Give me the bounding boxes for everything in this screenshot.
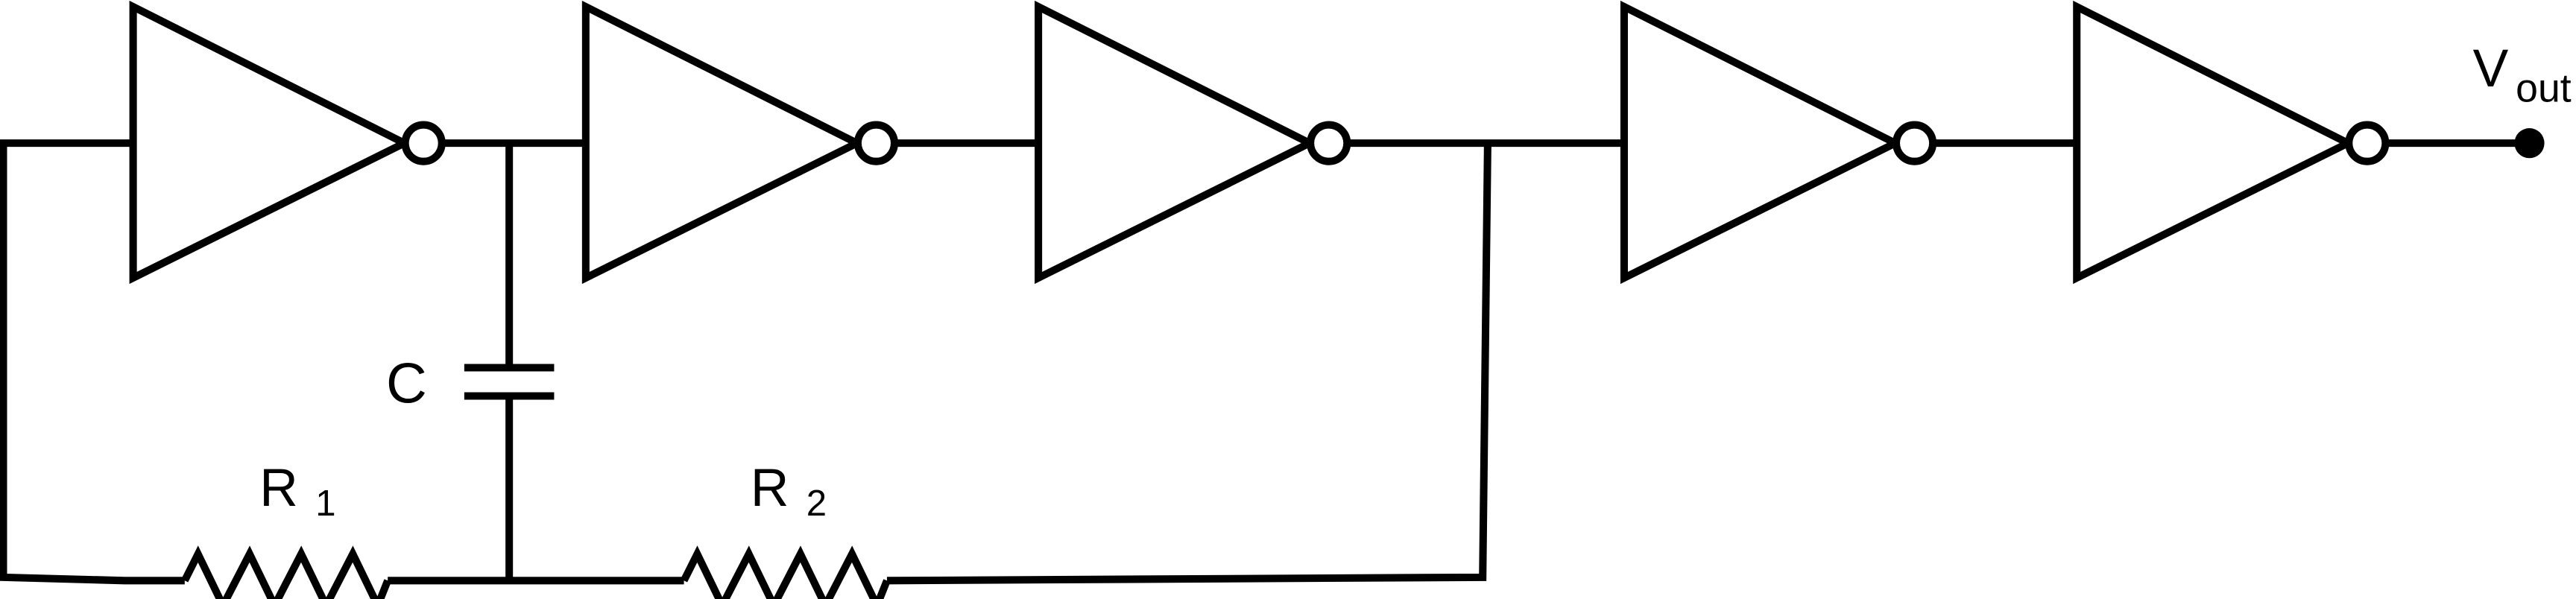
r2-label: R 2 bbox=[751, 458, 827, 524]
inverter-2 bbox=[581, 0, 899, 285]
r2-label-sub: 2 bbox=[806, 484, 827, 524]
output-terminal-dot bbox=[2514, 128, 2545, 159]
vout-label: V out bbox=[2473, 39, 2572, 110]
inverter-5-body bbox=[2073, 0, 2357, 285]
resistor-r1 bbox=[181, 545, 391, 599]
resistor-r2 bbox=[681, 545, 891, 599]
capacitor-label: C bbox=[386, 352, 427, 415]
inverter-4-body bbox=[1620, 0, 1904, 285]
r1-label-sub: 1 bbox=[315, 484, 335, 524]
inverter-1-bubble bbox=[401, 121, 446, 165]
r1-label: R 1 bbox=[259, 458, 335, 524]
capacitor bbox=[464, 364, 555, 400]
inverter-1-body bbox=[129, 0, 413, 285]
inverter-5 bbox=[2073, 0, 2390, 285]
inverter-3-body bbox=[1035, 0, 1319, 285]
inverter-2-body bbox=[581, 0, 865, 285]
vout-label-main: V bbox=[2473, 39, 2509, 98]
inverter-1 bbox=[129, 0, 446, 285]
inverter-4 bbox=[1620, 0, 1937, 285]
wire-node3-r2-return bbox=[886, 143, 1491, 585]
wires bbox=[0, 139, 2530, 585]
inverter-2-bubble bbox=[853, 121, 899, 165]
inverter-3-bubble bbox=[1307, 121, 1351, 165]
inverter-5-bubble bbox=[2345, 121, 2390, 165]
r2-label-main: R bbox=[751, 458, 789, 518]
inverter-4-bubble bbox=[1892, 121, 1937, 165]
r1-label-main: R bbox=[259, 458, 298, 518]
feedback-wire-left bbox=[0, 139, 185, 585]
vout-label-sub: out bbox=[2516, 66, 2572, 110]
inverter-3 bbox=[1035, 0, 1351, 285]
